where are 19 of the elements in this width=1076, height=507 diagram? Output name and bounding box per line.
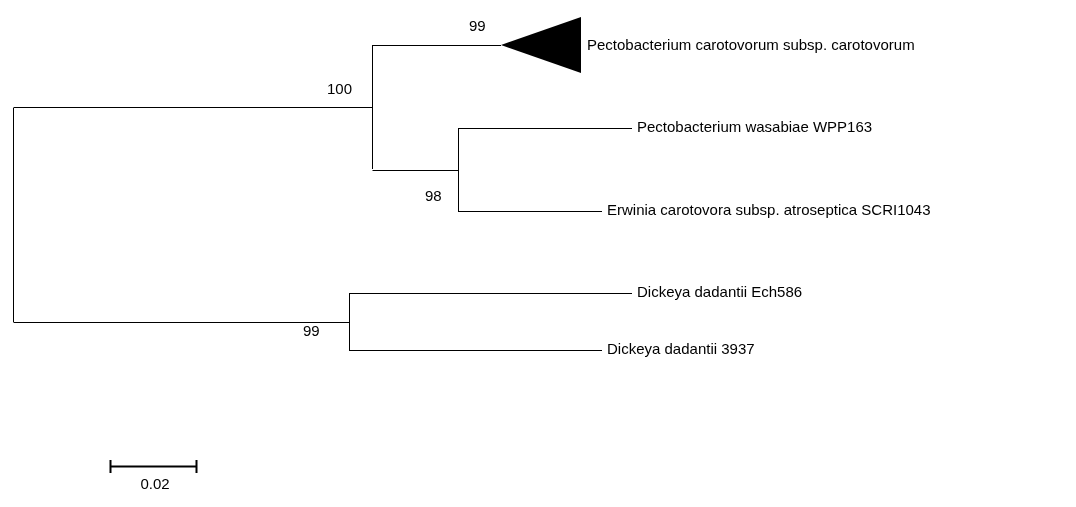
taxon-label: Pectobacterium wasabiae WPP163: [632, 118, 873, 136]
taxon-label: Dickeya dadantii Ech586: [632, 283, 803, 301]
bootstrap-value: 99: [469, 17, 486, 35]
scale-value: 0.02: [140, 475, 170, 493]
tree-branch: [372, 170, 459, 171]
tree-branch: [13, 322, 350, 323]
tree-branch: [349, 350, 603, 351]
bootstrap-value: 100: [326, 80, 352, 98]
taxon-label: Dickeya dadantii 3937: [602, 340, 755, 358]
taxon-label: Erwinia carotovora subsp. atroseptica SCRI1043: [602, 201, 931, 219]
tree-branch: [458, 128, 633, 129]
tree-branch: [372, 45, 502, 46]
tree-branch: [458, 211, 603, 212]
bootstrap-value: 99: [303, 322, 320, 340]
tree-branch: [13, 107, 373, 108]
taxon-label: Pectobacterium carotovorum subsp. carotovorum: [587, 36, 915, 54]
collapsed-clade-triangle: [501, 17, 581, 73]
bootstrap-value: 98: [425, 187, 442, 205]
tree-branch: [349, 293, 633, 294]
